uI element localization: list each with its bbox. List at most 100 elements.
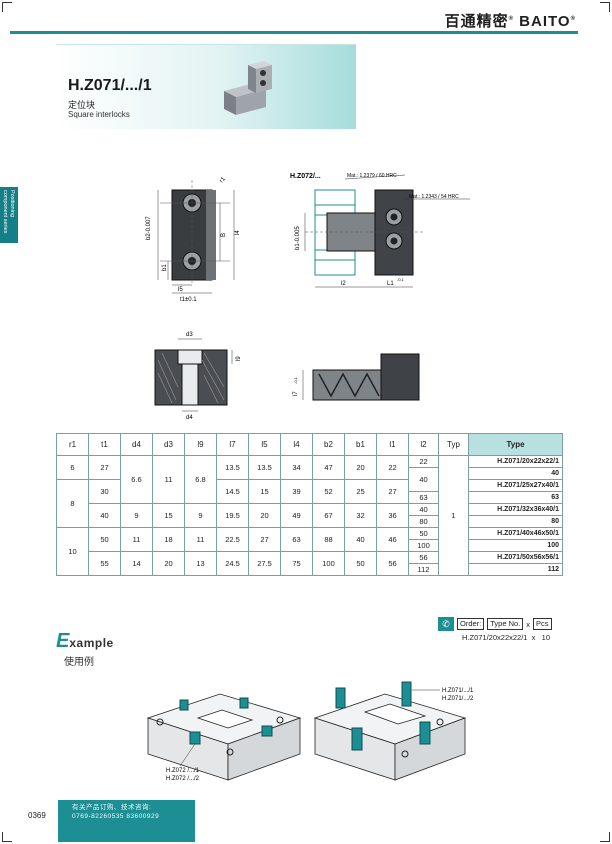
col-header: d4 <box>120 433 153 456</box>
cell: 13.5 <box>248 455 281 480</box>
cell: 11 <box>184 527 217 552</box>
example-label: H.Z072 /.../2 <box>166 776 200 782</box>
product-thumbnail-icon <box>224 61 272 115</box>
col-header: b2 <box>312 433 345 456</box>
type-code-link[interactable]: H.Z071/50x56x56/1 <box>468 551 563 564</box>
cell: 49 <box>280 503 313 528</box>
dim-l1-tol: -0.1 <box>397 277 405 282</box>
col-header: l7 <box>216 433 249 456</box>
cell: 6 <box>56 455 89 480</box>
cell: 100 <box>312 551 345 576</box>
cell: 112 <box>468 563 563 576</box>
cell: 9 <box>184 503 217 528</box>
dim-l7: l7 <box>293 391 299 396</box>
order-label: Order: <box>457 618 485 630</box>
cell: 55 <box>88 551 121 576</box>
example-label: H.Z071/.../1 <box>442 688 474 694</box>
product-name-cn: 定位块 <box>68 100 96 110</box>
cell: 67 <box>312 503 345 528</box>
cell: 1 <box>438 455 469 576</box>
col-header: l5 <box>248 433 281 456</box>
example-word: xample <box>69 636 114 650</box>
dim-d4: d4 <box>186 415 193 420</box>
type-code-link[interactable]: H.Z071/25x27x40/1 <box>468 479 563 492</box>
dim-b2: b2-0.007 <box>146 216 152 240</box>
section-tab[interactable]: Positioning component series <box>0 187 18 243</box>
cell: 14 <box>120 551 153 576</box>
table-row: 40 40 <box>57 467 563 492</box>
example-initial: E <box>56 630 70 652</box>
cell: 6.8 <box>184 455 217 504</box>
col-header: d3 <box>152 433 185 456</box>
order-example: ✆ Order: Type No. x Pcs H.Z071/20x22x22/… <box>438 617 552 642</box>
cell: 22.5 <box>216 527 249 552</box>
dim-l7-tol: -0.1 <box>293 376 298 384</box>
cell: 13 <box>184 551 217 576</box>
cell: 40 <box>408 503 439 516</box>
cell: 80 <box>468 515 563 528</box>
type-no-label: Type No. <box>487 618 524 630</box>
cell: 27 <box>376 479 409 504</box>
example-label: H.Z071/.../2 <box>442 696 474 702</box>
col-header: Typ <box>438 433 469 456</box>
cell: 50 <box>344 551 377 576</box>
dim-b1-tol: b1-0.005 <box>295 226 301 250</box>
col-header: l4 <box>280 433 313 456</box>
example-heading: Example 使用例 <box>56 630 114 668</box>
cell: 40 <box>468 467 563 480</box>
times-sign: x <box>531 633 536 642</box>
cell: 27 <box>88 455 121 480</box>
cell: 20 <box>344 455 377 480</box>
material-label-1: Mat.: 1.2379 / 60 HRC <box>347 173 397 179</box>
product-name-en: Square interlocks <box>68 110 130 119</box>
dim-l4: l4 <box>235 230 241 235</box>
order-example-code: H.Z071/20x22x22/1 <box>462 633 528 642</box>
cell: 20 <box>152 551 185 576</box>
times-sign: x <box>526 619 531 629</box>
cell: 24.5 <box>216 551 249 576</box>
crop-mark <box>600 2 610 12</box>
cell: 56 <box>408 551 439 564</box>
cell: 8 <box>56 479 89 528</box>
spec-table: r1 t1 d4 d3 l9 l7 l5 l4 b2 b1 l1 l2 Typ … <box>56 433 563 576</box>
crop-mark <box>600 832 610 842</box>
product-code: H.Z071/.../1 <box>68 77 152 94</box>
cell: 13.5 <box>216 455 249 480</box>
cell: 63 <box>468 491 563 504</box>
usage-illustration: H.Z071/.../1 H.Z071/.../2 H.Z072 /.../1 … <box>146 681 474 782</box>
cell: 19.5 <box>216 503 249 528</box>
cell: 39 <box>280 479 313 504</box>
dim-l2: l2 <box>341 281 346 287</box>
type-code-link[interactable]: H.Z071/20x22x22/1 <box>468 455 563 468</box>
pcs-label: Pcs <box>533 618 552 630</box>
phone-icon[interactable]: ✆ <box>438 617 454 631</box>
table-row: 40 9 15 9 19.5 20 49 67 32 36 40 H.Z071/… <box>57 503 563 528</box>
drawing-top-view: b2-0.007 b1 B l4 l5 t1±0.1 r1 <box>146 176 241 303</box>
cell: 50 <box>408 527 439 540</box>
contact-phone[interactable]: 0769-82260535 83600929 <box>72 813 160 820</box>
cell: 46 <box>376 527 409 552</box>
dim-r1: r1 <box>219 176 227 184</box>
type-code-link[interactable]: H.Z071/32x36x40/1 <box>468 503 563 516</box>
cell: 47 <box>312 455 345 480</box>
header-rule <box>10 31 578 34</box>
cell: 27.5 <box>248 551 281 576</box>
material-label-2: Mat.: 1.2343 / 54 HRC <box>409 194 459 200</box>
table-row: 112 112 <box>57 563 563 576</box>
col-header: Type <box>468 433 563 456</box>
brand-logo: 百通精密® BAITO® <box>444 13 576 30</box>
drawing-side-view: H.Z072/... Mat.: 1.2379 / 60 HRC Mat.: 1… <box>290 173 470 288</box>
col-header: b1 <box>344 433 377 456</box>
contact-line: 有关产品订购、技术咨询: <box>72 804 152 811</box>
title-panel: H.Z071/.../1 定位块 Square interlocks <box>56 44 356 129</box>
dim-t1: t1±0.1 <box>180 297 197 303</box>
cell: 32 <box>344 503 377 528</box>
table-row: 55 14 20 13 24.5 27.5 75 100 50 56 56 H.… <box>57 551 563 576</box>
cell: 40 <box>408 467 439 492</box>
cell: 52 <box>312 479 345 504</box>
type-code-link[interactable]: H.Z071/40x46x50/1 <box>468 527 563 540</box>
cell: 56 <box>376 551 409 576</box>
dim-l5: l5 <box>178 287 183 293</box>
cell: 80 <box>408 515 439 528</box>
contact-box: 有关产品订购、技术咨询: 0769-82260535 83600929 <box>58 800 195 842</box>
